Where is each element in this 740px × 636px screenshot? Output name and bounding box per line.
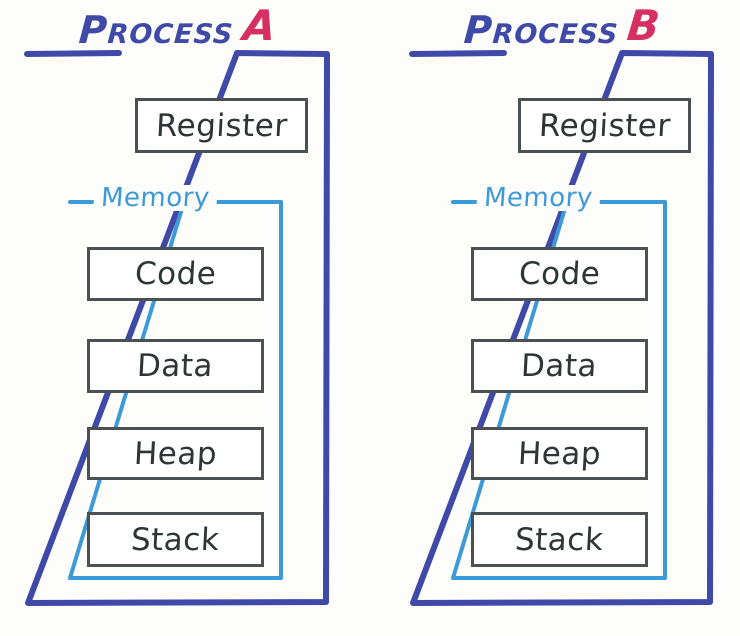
segment-box-data-a: Data bbox=[87, 339, 264, 393]
register-label-a: Register bbox=[154, 107, 289, 144]
segment-label-stack-b: Stack bbox=[514, 521, 605, 558]
process-title-letter-a: A bbox=[240, 1, 279, 50]
segment-label-data-b: Data bbox=[520, 348, 599, 384]
segment-label-heap-b: Heap bbox=[517, 435, 602, 472]
memory-group-a: Memory Code Data Heap Stack bbox=[68, 183, 283, 580]
segment-box-data-b: Data bbox=[471, 339, 648, 393]
segment-box-stack-a: Stack bbox=[87, 512, 264, 567]
segment-box-heap-b: Heap bbox=[471, 427, 648, 480]
register-label-b: Register bbox=[537, 107, 672, 144]
segment-box-stack-b: Stack bbox=[471, 512, 648, 567]
register-box-a: Register bbox=[135, 98, 308, 153]
register-box-b: Register bbox=[518, 98, 691, 153]
process-title-letter-b: B bbox=[625, 1, 663, 50]
memory-group-b: Memory Code Data Heap Stack bbox=[451, 183, 667, 580]
segment-label-heap-a: Heap bbox=[133, 435, 218, 472]
segment-label-code-b: Code bbox=[517, 256, 602, 292]
segment-box-code-b: Code bbox=[471, 247, 648, 301]
memory-label-b: Memory bbox=[476, 183, 601, 213]
process-title-word-b: Process bbox=[462, 8, 620, 52]
segment-label-stack-a: Stack bbox=[130, 521, 221, 558]
segment-label-code-a: Code bbox=[133, 256, 218, 292]
segment-box-heap-a: Heap bbox=[87, 427, 264, 480]
process-title-word-a: Process bbox=[77, 8, 236, 52]
memory-label-a: Memory bbox=[93, 183, 218, 213]
segment-box-code-a: Code bbox=[87, 247, 264, 301]
segment-label-data-a: Data bbox=[136, 348, 215, 384]
